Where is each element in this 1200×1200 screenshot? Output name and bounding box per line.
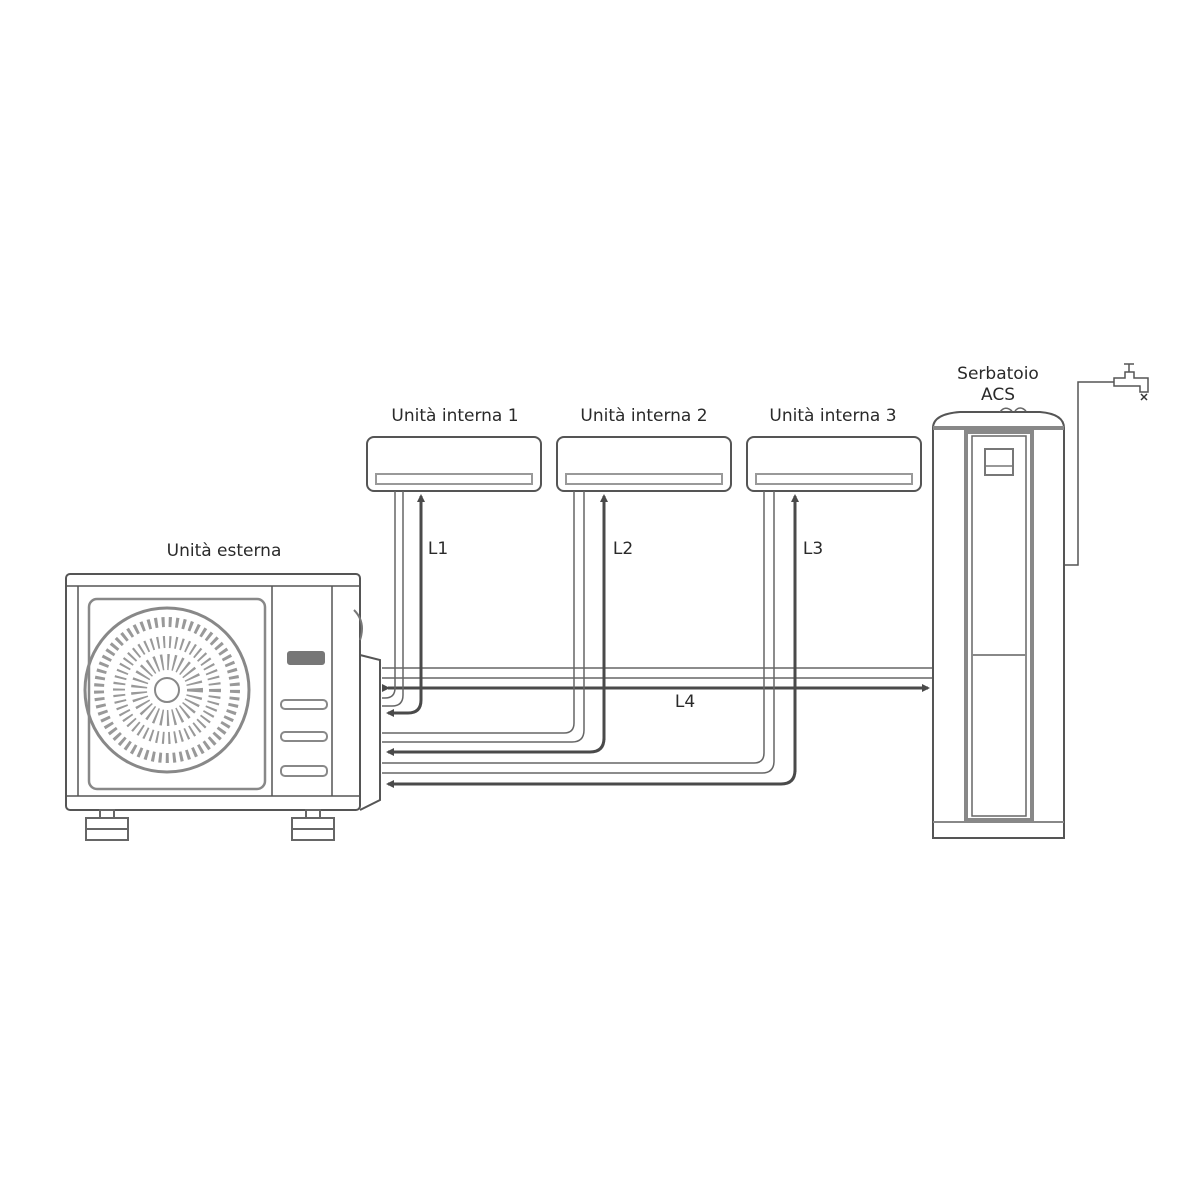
tank-label-line2: ACS	[981, 385, 1015, 405]
l3-pipes	[382, 491, 799, 788]
l3-label: L3	[802, 539, 824, 559]
indoor-unit-3-label: Unità interna 3	[769, 406, 897, 426]
dhw-tank	[932, 407, 1065, 839]
indoor-unit-1	[366, 436, 542, 492]
l2-pipes	[382, 491, 608, 756]
l1-pipes	[382, 491, 425, 717]
outdoor-feet	[85, 809, 335, 841]
l1-label: L1	[427, 539, 449, 559]
l1-arrow	[386, 496, 423, 717]
tank-display-icon	[984, 448, 1014, 476]
l4-pipes	[382, 667, 932, 692]
indoor-unit-3	[746, 436, 922, 492]
indoor-unit-1-label: Unità interna 1	[391, 406, 519, 426]
tank-label-line1: Serbatoio	[957, 364, 1039, 384]
fan-icon	[83, 606, 251, 774]
indoor-unit-2-label: Unità interna 2	[580, 406, 708, 426]
outdoor-unit	[65, 573, 381, 841]
indoor-unit-2	[556, 436, 732, 492]
l4-label: L4	[674, 692, 696, 712]
l2-label: L2	[612, 539, 634, 559]
outdoor-unit-label: Unità esterna	[166, 541, 282, 561]
faucet-icon	[1064, 363, 1149, 566]
